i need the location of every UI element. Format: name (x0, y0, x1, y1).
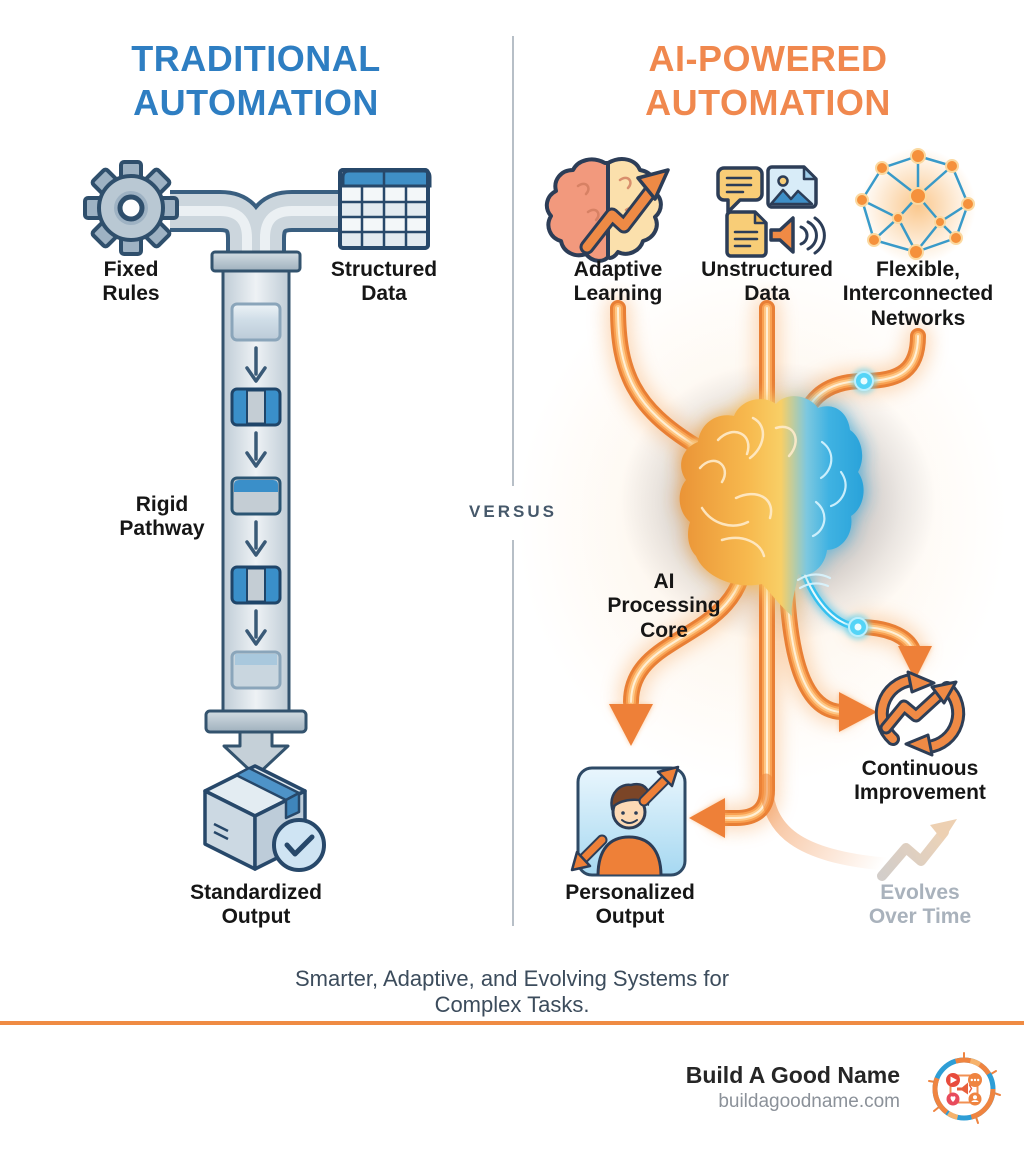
ai-pipeline-diagram (517, 148, 1007, 881)
arrowhead-right-to-improvement (839, 692, 877, 732)
package-check-icon (203, 764, 326, 872)
label-evolves-over-time: Evolves Over Time (868, 881, 972, 929)
title-traditional-automation: TRADITIONAL AUTOMATION (131, 38, 381, 123)
chat-bubble-icon (716, 166, 764, 214)
logo-mini-icons (946, 1073, 982, 1106)
label-flexible-networks: Flexible, Interconnected Networks (842, 258, 994, 330)
brand-block: Build A Good Name buildagoodname.com (686, 1062, 900, 1114)
pipeline-blocks (230, 302, 282, 690)
brand-url: buildagoodname.com (718, 1090, 900, 1112)
unstructured-data-icons (716, 165, 826, 258)
speaker-icon (769, 216, 795, 254)
arrowhead-left-to-personalized (689, 798, 725, 838)
traditional-pipeline-diagram (83, 160, 432, 872)
divider-top (512, 36, 514, 486)
pipe-elbows (170, 190, 342, 262)
label-structured-data: Structured Data (330, 258, 438, 306)
sync-arrows-icon (874, 670, 966, 757)
label-adaptive-learning: Adaptive Learning (573, 258, 663, 306)
label-continuous-improvement: Continuous Improvement (854, 757, 986, 805)
brain-growth-icon (544, 157, 670, 263)
label-unstructured-data: Unstructured Data (701, 258, 833, 306)
person-icon (570, 765, 687, 877)
footer-divider-rule (0, 1021, 1024, 1025)
tagline: Smarter, Adaptive, and Evolving Systems … (294, 966, 730, 1017)
brand-logo-icon (928, 1052, 1001, 1124)
block-flow-arrows (245, 346, 267, 646)
glowing-brain-icon (679, 396, 864, 616)
versus-label: VERSUS (469, 502, 557, 521)
label-standardized-output: Standardized Output (190, 881, 322, 929)
label-ai-processing-core: AI Processing Core (607, 570, 721, 642)
gear-icon (83, 160, 179, 256)
trend-arrow-icon (877, 819, 957, 881)
check-circle-icon (272, 818, 326, 872)
label-rigid-pathway: Rigid Pathway (119, 493, 205, 541)
label-fixed-rules: Fixed Rules (102, 258, 160, 306)
table-icon (338, 168, 432, 250)
divider-bottom (512, 540, 514, 926)
fading-stream (759, 773, 891, 871)
label-personalized-output: Personalized Output (565, 881, 695, 929)
arrowhead-down-to-improvement (898, 646, 932, 680)
title-ai-powered-automation: AI-POWERED AUTOMATION (645, 38, 891, 123)
network-icon (855, 148, 976, 264)
brand-name: Build A Good Name (685, 1062, 900, 1088)
stream-arrowheads (609, 646, 932, 838)
data-streams (605, 295, 931, 871)
pipe-output-arrow (222, 730, 290, 778)
personalization-arrows (570, 765, 680, 872)
arrowhead-down-to-personalized (609, 704, 653, 746)
